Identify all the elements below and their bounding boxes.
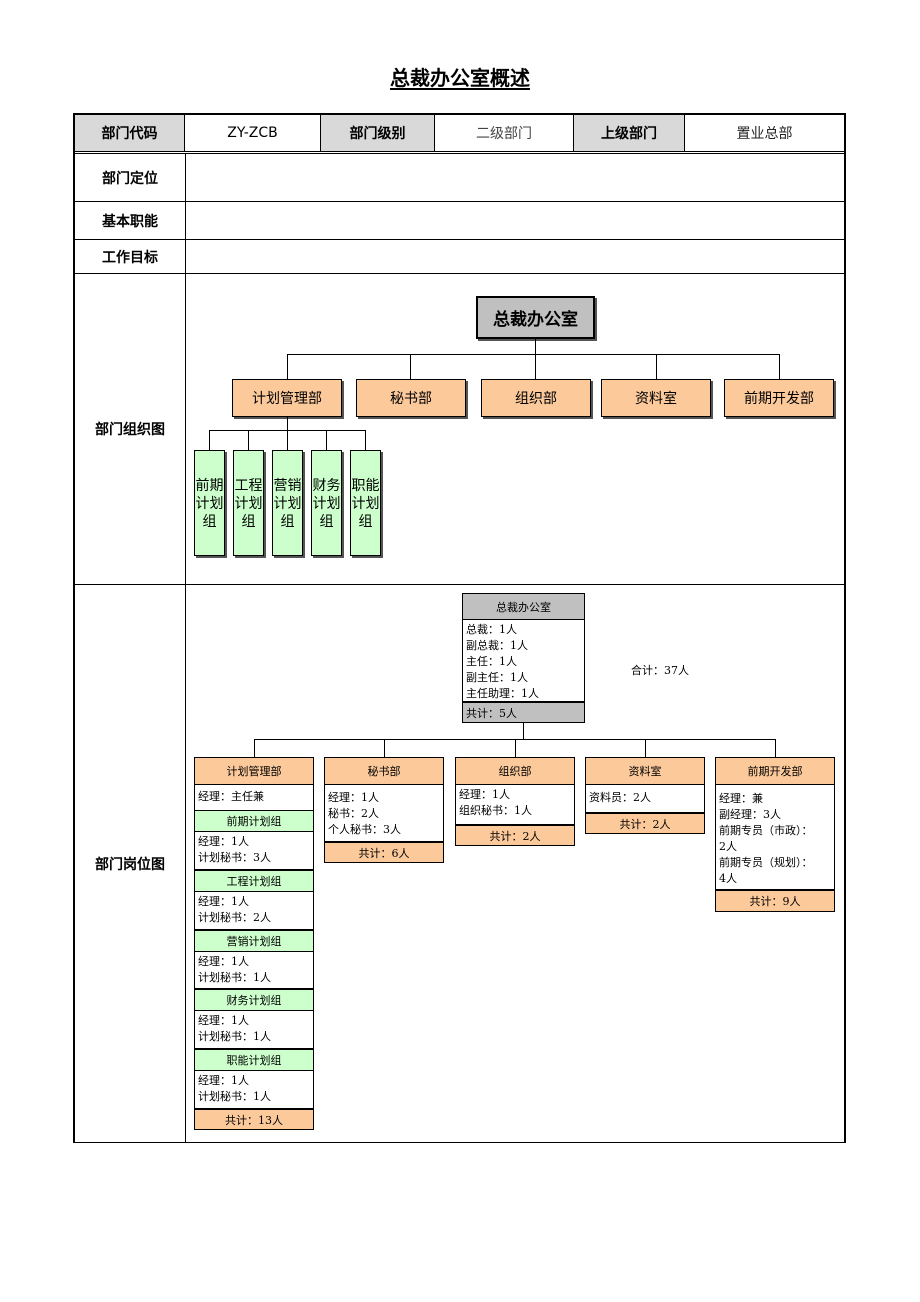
connector (645, 739, 646, 757)
post-secretary-body: 经理：1人秘书：2人个人秘书：3人 (324, 785, 444, 842)
post-predev-body: 经理：兼副经理：3人前期专员（市政）：2人前期专员（规划）：4人 (715, 785, 835, 890)
dept-code-label: 部门代码 (75, 115, 185, 151)
divider (75, 201, 844, 202)
post-plan-header: 计划管理部 (194, 757, 314, 785)
post-predev-header: 前期开发部 (715, 757, 835, 785)
post-plan-total: 共计：13人 (194, 1109, 314, 1130)
post-archive-header: 资料室 (585, 757, 705, 785)
row-label-org-chart: 部门组织图 (95, 422, 165, 438)
row-label-positioning: 部门定位 (102, 170, 158, 187)
connector (535, 339, 536, 355)
post-secretary-header: 秘书部 (324, 757, 444, 785)
post-top-body: 总裁：1人副总裁：1人主任：1人副主任：1人主任助理：1人 (462, 620, 585, 702)
page-title: 总裁办公室概述 (390, 66, 530, 90)
connector (365, 430, 366, 450)
connector (523, 723, 524, 739)
post-top-header: 总裁办公室 (462, 593, 585, 620)
post-group-function-header: 职能计划组 (194, 1049, 314, 1071)
post-plan-head: 经理：主任兼 (194, 785, 314, 811)
org-dept-predev: 前期开发部 (724, 379, 834, 417)
connector (287, 354, 288, 379)
post-archive-body: 资料员：2人 (585, 785, 705, 813)
label-column-divider (185, 153, 186, 1143)
connector (287, 417, 288, 430)
divider (75, 273, 844, 274)
org-dept-plan: 计划管理部 (232, 379, 342, 417)
connector (535, 354, 536, 379)
post-group-finance-body: 经理：1人计划秘书：1人 (194, 1011, 314, 1049)
org-node-top: 总裁办公室 (476, 296, 595, 339)
connector (326, 430, 327, 450)
connector (287, 430, 288, 450)
dept-level-value: 二级部门 (435, 115, 574, 151)
post-group-engineering-header: 工程计划组 (194, 870, 314, 892)
org-dept-organization: 组织部 (481, 379, 591, 417)
divider (75, 153, 844, 154)
divider (75, 584, 844, 585)
connector (254, 739, 255, 757)
post-secretary-total: 共计：6人 (324, 842, 444, 863)
connector (209, 430, 210, 450)
org-group-function-plan: 职能计划组 (350, 450, 381, 556)
post-group-engineering-body: 经理：1人计划秘书：2人 (194, 892, 314, 930)
row-label-post-chart: 部门岗位图 (95, 857, 165, 873)
org-dept-archive: 资料室 (601, 379, 711, 417)
org-group-engineering-plan: 工程计划组 (233, 450, 264, 556)
post-organization-body: 经理：1人组织秘书：1人 (455, 785, 575, 825)
post-group-predev-body: 经理：1人计划秘书：3人 (194, 832, 314, 870)
parent-dept-label: 上级部门 (574, 115, 685, 151)
dept-code-value: ZY-ZCB (185, 115, 321, 151)
post-organization-header: 组织部 (455, 757, 575, 785)
org-group-marketing-plan: 营销计划组 (272, 450, 303, 556)
post-group-predev-header: 前期计划组 (194, 810, 314, 832)
org-group-finance-plan: 财务计划组 (311, 450, 342, 556)
connector (775, 739, 776, 757)
connector (248, 430, 249, 450)
grand-total: 合计：37人 (631, 664, 689, 677)
connector (515, 739, 516, 757)
connector (384, 739, 385, 757)
post-organization-total: 共计：2人 (455, 825, 575, 846)
row-label-functions: 基本职能 (102, 213, 158, 230)
connector (287, 354, 780, 355)
connector (656, 354, 657, 379)
post-group-marketing-header: 营销计划组 (194, 930, 314, 952)
parent-dept-value: 置业总部 (736, 126, 793, 142)
divider (75, 151, 844, 152)
post-archive-total: 共计：2人 (585, 813, 705, 834)
dept-level-label: 部门级别 (321, 115, 435, 151)
org-dept-secretary: 秘书部 (356, 379, 466, 417)
overview-table: 部门代码 ZY-ZCB 部门级别 二级部门 上级部门 置业总部 部门定位 基本职… (73, 113, 846, 1143)
row-label-goals: 工作目标 (102, 249, 158, 266)
connector (410, 354, 411, 379)
post-predev-total: 共计：9人 (715, 890, 835, 912)
org-group-predev-plan: 前期计划组 (194, 450, 225, 556)
divider (75, 239, 844, 240)
post-top-total: 共计：5人 (462, 702, 585, 723)
post-group-finance-header: 财务计划组 (194, 989, 314, 1011)
post-group-function-body: 经理：1人计划秘书：1人 (194, 1071, 314, 1109)
connector (779, 354, 780, 379)
post-group-marketing-body: 经理：1人计划秘书：1人 (194, 952, 314, 989)
